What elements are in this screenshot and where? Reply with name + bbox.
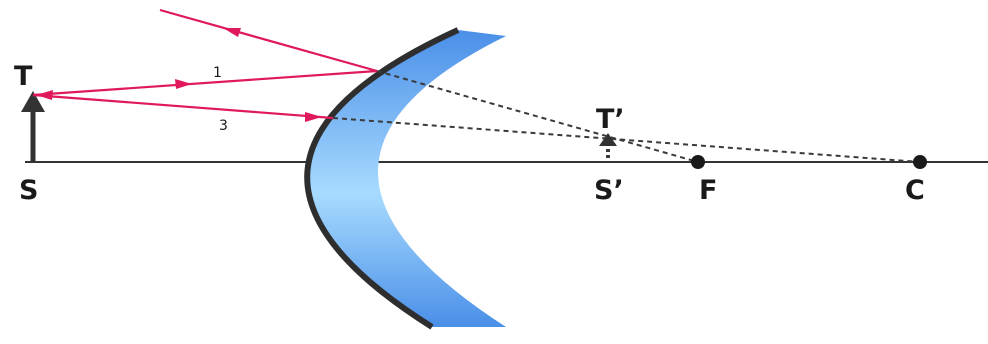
mirror-reflecting-surface	[304, 27, 460, 330]
ray-3-arrow-out	[36, 90, 53, 100]
label-image-base: S’	[594, 175, 624, 206]
reflected-ray-arrow	[223, 28, 241, 37]
ray-1-arrow	[175, 79, 192, 89]
center-point	[913, 155, 927, 169]
label-ray-3: 3	[219, 118, 228, 134]
label-image-top: T’	[596, 104, 625, 135]
dashed-extension-ray-1	[376, 70, 699, 163]
label-focus: F	[699, 175, 717, 206]
incident-ray-3	[32, 93, 334, 120]
reflected-ray-1	[159, 8, 378, 73]
incident-ray-1	[32, 69, 378, 97]
convex-mirror	[307, 30, 506, 327]
focus-point	[691, 155, 705, 169]
dashed-extension-ray-3	[332, 117, 921, 163]
object-arrowhead	[21, 91, 45, 112]
label-object-base: S	[19, 175, 38, 206]
label-ray-1: 1	[213, 65, 222, 81]
ray-3-arrow-in	[305, 112, 322, 122]
label-center: C	[905, 175, 925, 206]
label-object-top: T	[14, 61, 33, 92]
image-arrowhead	[599, 133, 617, 146]
